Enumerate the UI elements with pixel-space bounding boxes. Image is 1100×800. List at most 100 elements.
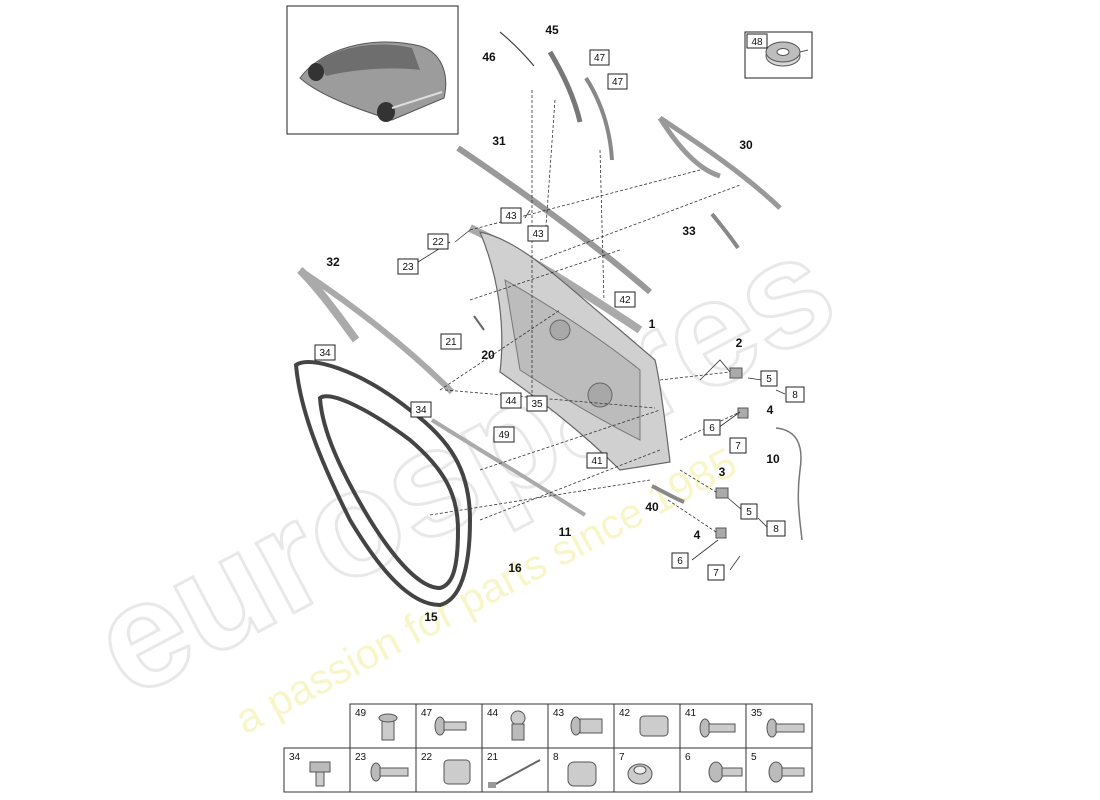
callout-4: 4 — [767, 403, 774, 417]
callout-box-42: 42 — [614, 291, 636, 308]
bolt-icon — [766, 718, 805, 738]
callout-46: 46 — [482, 50, 496, 64]
svg-text:22: 22 — [432, 237, 444, 248]
ball-stud-icon — [510, 710, 526, 741]
callout-box-7: 7 — [729, 437, 747, 454]
callout-32: 32 — [326, 255, 340, 269]
svg-text:43: 43 — [505, 211, 517, 222]
table-cell-label: 43 — [553, 708, 565, 719]
nut-icon — [567, 761, 597, 787]
callout-box-41: 41 — [586, 452, 608, 469]
svg-text:5: 5 — [766, 374, 772, 385]
callout-45: 45 — [545, 23, 559, 37]
svg-text:34: 34 — [415, 405, 427, 416]
callout-box-5: 5 — [760, 370, 778, 387]
callout-box-21: 21 — [440, 333, 462, 350]
svg-text:44: 44 — [505, 396, 517, 407]
screw-icon — [570, 716, 603, 736]
table-cell-label: 41 — [685, 708, 697, 719]
callout-box-6: 6 — [703, 419, 721, 436]
table-cell-label: 22 — [421, 752, 433, 763]
vehicle-thumbnail — [286, 5, 459, 135]
table-row-2: 34 23 22 21 8 7 6 5 — [283, 747, 813, 793]
bolt-icon — [434, 716, 467, 736]
table-cell-label: 23 — [355, 752, 367, 763]
table-cell-label: 44 — [487, 708, 499, 719]
clip-icon — [309, 761, 331, 787]
callout-box-44: 44 — [500, 392, 522, 409]
svg-text:5: 5 — [746, 507, 752, 518]
cable-tie-icon — [488, 759, 541, 788]
bolt-icon — [708, 761, 743, 783]
svg-text:49: 49 — [498, 430, 510, 441]
callout-20: 20 — [481, 348, 495, 362]
table-cell-label: 35 — [751, 708, 763, 719]
callout-box-43: 43 — [527, 225, 549, 242]
threaded-insert-icon — [443, 759, 471, 785]
callout-box-47: 47 — [607, 73, 628, 90]
callout-2: 2 — [736, 336, 743, 350]
fastener-table: 49 47 44 43 42 41 35 34 2 — [283, 703, 813, 793]
svg-text:6: 6 — [677, 556, 683, 567]
callout-10: 10 — [766, 452, 780, 466]
callout-box-35: 35 — [526, 395, 548, 412]
table-cell-label: 5 — [751, 752, 757, 763]
svg-text:43: 43 — [532, 229, 544, 240]
table-cell-label: 6 — [685, 752, 691, 763]
svg-text:7: 7 — [735, 441, 741, 452]
callout-box-34: 34 — [410, 401, 432, 418]
callout-16: 16 — [508, 561, 522, 575]
callout-40: 40 — [645, 500, 659, 514]
number-callouts: 45 46 31 30 33 32 1 2 20 4 10 3 40 11 4 … — [326, 23, 780, 624]
svg-text:8: 8 — [792, 390, 798, 401]
svg-text:8: 8 — [773, 524, 779, 535]
svg-text:35: 35 — [531, 399, 543, 410]
callout-box-8: 8 — [766, 520, 786, 537]
callout-15: 15 — [424, 610, 438, 624]
boxed-callouts: 48 47 47 43 22 43 23 42 21 34 5 8 44 35 … — [314, 33, 805, 581]
callout-3: 3 — [719, 465, 726, 479]
bolt-icon — [768, 761, 805, 783]
callout-box-49: 49 — [493, 426, 515, 443]
tape-roll-item — [744, 31, 813, 79]
table-row-1: 49 47 44 43 42 41 35 — [349, 703, 813, 749]
svg-text:47: 47 — [594, 53, 606, 64]
table-cell-label: 47 — [421, 708, 433, 719]
threaded-insert-icon — [639, 715, 669, 737]
table-cell-label: 21 — [487, 752, 499, 763]
svg-text:48: 48 — [751, 37, 763, 48]
callout-4: 4 — [694, 528, 701, 542]
table-cell-label: 7 — [619, 752, 625, 763]
svg-text:6: 6 — [709, 423, 715, 434]
callout-30: 30 — [739, 138, 753, 152]
bolt-icon — [370, 762, 409, 782]
callout-11: 11 — [559, 525, 572, 539]
svg-text:21: 21 — [445, 337, 457, 348]
bolt-icon — [699, 718, 736, 738]
callout-box-6: 6 — [671, 552, 689, 569]
parts-drawing — [293, 31, 803, 608]
callout-31: 31 — [492, 134, 506, 148]
callout-33: 33 — [682, 224, 696, 238]
svg-text:41: 41 — [591, 456, 603, 467]
callout-box-8: 8 — [785, 386, 805, 403]
callout-box-34: 34 — [314, 344, 336, 361]
svg-text:7: 7 — [713, 568, 719, 579]
table-cell-label: 49 — [355, 708, 367, 719]
callout-box-7: 7 — [707, 564, 725, 581]
callout-box-22: 22 — [427, 233, 449, 250]
nut-icon — [627, 763, 653, 785]
callout-box-23: 23 — [397, 258, 419, 275]
table-cell-label: 34 — [289, 752, 301, 763]
svg-text:23: 23 — [402, 262, 414, 273]
callout-box-48: 48 — [746, 33, 768, 49]
table-cell-label: 42 — [619, 708, 631, 719]
callout-box-5: 5 — [740, 503, 758, 520]
callout-box-47: 47 — [589, 49, 610, 66]
svg-text:34: 34 — [319, 348, 331, 359]
bolt-icon — [378, 713, 398, 741]
svg-text:47: 47 — [612, 77, 624, 88]
callout-1: 1 — [649, 317, 656, 331]
watermark-brand: eurospares — [66, 200, 859, 728]
